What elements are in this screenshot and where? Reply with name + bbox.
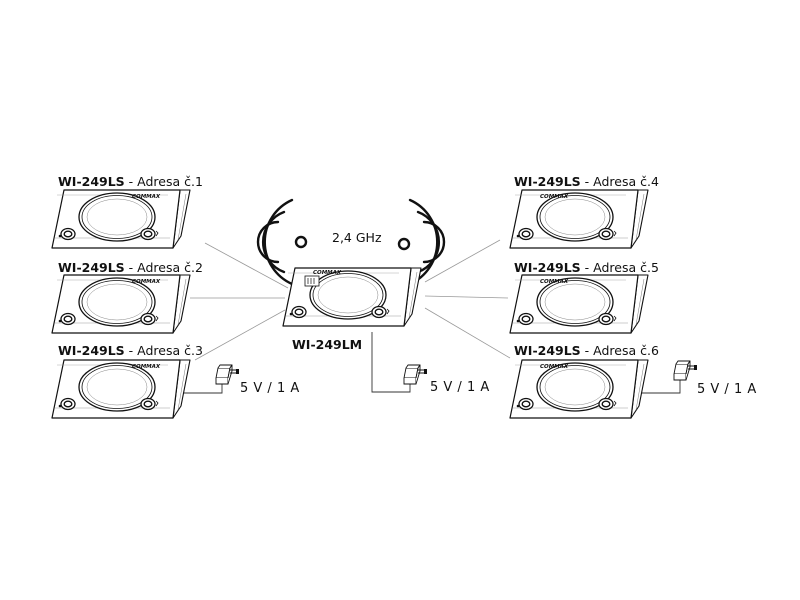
slave-label-2: WI-249LS - Adresa č.2 bbox=[58, 261, 203, 275]
brand-logo-4: COMMAX bbox=[540, 194, 569, 200]
slave-address-1: - Adresa č.1 bbox=[124, 174, 203, 189]
slave-address-5: - Adresa č.5 bbox=[580, 260, 659, 275]
cable-master bbox=[371, 332, 411, 393]
slave-model-3: WI-249LS bbox=[58, 343, 125, 358]
slave-address-6: - Adresa č.6 bbox=[580, 343, 659, 358]
brand-logo-2: COMMAX bbox=[132, 279, 161, 285]
brand-logo-master: COMMAX bbox=[313, 270, 342, 276]
brand-logo-5: COMMAX bbox=[540, 279, 569, 285]
power-cables bbox=[183, 332, 681, 394]
master-model: WI-249LM bbox=[292, 337, 363, 352]
slave-label-3: WI-249LS - Adresa č.3 bbox=[58, 344, 203, 358]
brand-logo-6: COMMAX bbox=[540, 364, 569, 370]
slave-unit-6: COMMAX bbox=[509, 359, 649, 419]
psu-label-slave-6: 5 V / 1 A bbox=[697, 382, 757, 397]
slave-unit-1: COMMAX bbox=[51, 189, 191, 249]
power-adapter-icon-master bbox=[403, 364, 428, 385]
psu-label-master: 5 V / 1 A bbox=[430, 380, 490, 395]
slave-unit-4: COMMAX bbox=[509, 189, 649, 249]
slave-unit-2: COMMAX bbox=[51, 274, 191, 334]
power-adapter-icon-slave-6 bbox=[673, 360, 698, 381]
slave-unit-3: COMMAX bbox=[51, 359, 191, 419]
link-line-1 bbox=[204, 242, 289, 289]
signal-dot-left-icon bbox=[294, 235, 308, 249]
slave-model-5: WI-249LS bbox=[514, 260, 581, 275]
wifi-signal-icon bbox=[256, 198, 446, 286]
slave-label-6: WI-249LS - Adresa č.6 bbox=[514, 344, 659, 358]
signal-dot-right-icon bbox=[397, 237, 411, 251]
slave-model-6: WI-249LS bbox=[514, 343, 581, 358]
connection-lines bbox=[190, 239, 511, 361]
brand-logo-3: COMMAX bbox=[132, 364, 161, 370]
link-line-5 bbox=[424, 295, 509, 299]
brand-logo-1: COMMAX bbox=[132, 194, 161, 200]
slave-address-3: - Adresa č.3 bbox=[124, 343, 203, 358]
power-adapter-icon-slave-3 bbox=[215, 364, 240, 385]
slave-label-1: WI-249LS - Adresa č.1 bbox=[58, 175, 203, 189]
slave-address-4: - Adresa č.4 bbox=[580, 174, 659, 189]
cable-slave-3 bbox=[183, 384, 223, 394]
master-label: WI-249LM bbox=[292, 338, 362, 352]
link-line-3 bbox=[194, 309, 286, 361]
master-display bbox=[304, 275, 320, 287]
link-line-6 bbox=[424, 307, 511, 359]
slave-unit-5: COMMAX bbox=[509, 274, 649, 334]
slave-label-4: WI-249LS - Adresa č.4 bbox=[514, 175, 659, 189]
frequency-label: 2,4 GHz bbox=[332, 230, 382, 245]
slave-label-5: WI-249LS - Adresa č.5 bbox=[514, 261, 659, 275]
psu-label-slave-3: 5 V / 1 A bbox=[240, 381, 300, 396]
cable-slave-6 bbox=[640, 380, 681, 394]
link-line-4 bbox=[424, 239, 501, 283]
slave-address-2: - Adresa č.2 bbox=[124, 260, 203, 275]
slave-model-1: WI-249LS bbox=[58, 174, 125, 189]
master-unit: COMMAX bbox=[282, 267, 422, 327]
slave-model-2: WI-249LS bbox=[58, 260, 125, 275]
slave-model-4: WI-249LS bbox=[514, 174, 581, 189]
